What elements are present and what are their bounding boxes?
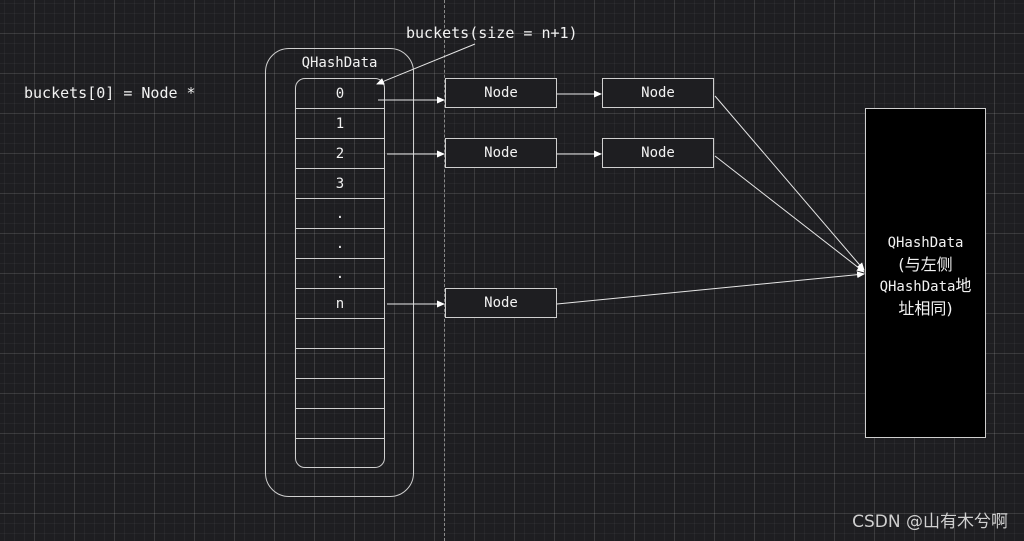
qhashdata-title: QHashData xyxy=(301,55,378,71)
bucket-cell: 3 xyxy=(296,169,384,199)
bucket-cell xyxy=(296,379,384,409)
node-box: Node xyxy=(602,78,714,108)
dashed-divider xyxy=(444,0,445,541)
bucket-array: 0 1 2 3 . . . n xyxy=(295,78,385,468)
node-box: Node xyxy=(445,138,557,168)
buckets-zero-label: buckets[0] = Node * xyxy=(24,84,196,102)
bucket-cell: 0 xyxy=(296,79,384,109)
target-line-3: QHashData地 xyxy=(866,275,985,298)
bucket-cell: 1 xyxy=(296,109,384,139)
arrow-node0b-to-target xyxy=(714,95,865,271)
bucket-cell: 2 xyxy=(296,139,384,169)
bucket-cell xyxy=(296,349,384,379)
buckets-size-label: buckets(size = n+1) xyxy=(406,24,578,42)
bucket-cell: n xyxy=(296,289,384,319)
arrow-nodena-to-target xyxy=(556,271,865,305)
target-line-4: 址相同) xyxy=(898,299,953,318)
bucket-cell: . xyxy=(296,259,384,289)
target-line-2: (与左侧 xyxy=(898,255,953,274)
target-qhashdata-box: QHashData (与左侧 QHashData地 址相同) xyxy=(865,108,986,438)
node-box: Node xyxy=(445,288,557,318)
target-line-3a: QHashData xyxy=(879,279,956,295)
bucket-cell: . xyxy=(296,199,384,229)
watermark: CSDN @山有木兮啊 xyxy=(852,512,1008,532)
arrow-size-to-array xyxy=(376,43,476,85)
qhashdata-container: QHashData xyxy=(265,48,414,497)
bucket-cell xyxy=(296,319,384,349)
arrow-node2b-to-target xyxy=(714,155,865,273)
bucket-cell xyxy=(296,409,384,439)
target-line-1: QHashData xyxy=(887,235,964,251)
bucket-cell: . xyxy=(296,229,384,259)
target-line-3b: 地 xyxy=(955,276,972,295)
target-label: QHashData (与左侧 QHashData地 址相同) xyxy=(866,233,985,319)
node-box: Node xyxy=(602,138,714,168)
node-box: Node xyxy=(445,78,557,108)
